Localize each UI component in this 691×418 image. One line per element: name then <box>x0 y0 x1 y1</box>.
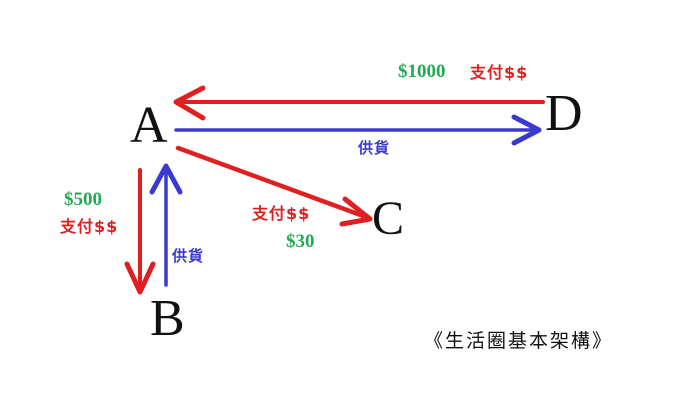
edge-label-d-to-a-payment: 支付$$ <box>470 63 529 82</box>
edge-label-b-to-a-supply: 供貨 <box>172 247 205 265</box>
node-a[interactable]: A <box>130 97 168 154</box>
edge-label-d-to-a-amount: $1000 <box>398 61 446 82</box>
arrow-a-to-d-supply <box>174 114 542 146</box>
arrow-a-to-c-payment <box>175 145 373 227</box>
diagram-caption: 《生活圈基本架構》 <box>424 330 614 352</box>
edge-label-a-to-b-payment: 支付$$ <box>60 217 119 236</box>
arrow-d-to-a-payment <box>173 85 545 121</box>
arrow-a-to-b-payment <box>124 168 156 295</box>
node-d[interactable]: D <box>545 85 583 142</box>
arrow-b-to-a-supply <box>149 163 183 287</box>
edge-label-a-to-b-amount: $500 <box>64 189 102 210</box>
node-b[interactable]: B <box>150 290 185 347</box>
edge-label-a-to-c-amount: $30 <box>286 231 315 252</box>
node-c[interactable]: C <box>372 192 405 245</box>
edge-label-a-to-c-payment: 支付$$ <box>252 204 311 223</box>
edge-label-a-to-d-supply: 供貨 <box>358 139 391 157</box>
